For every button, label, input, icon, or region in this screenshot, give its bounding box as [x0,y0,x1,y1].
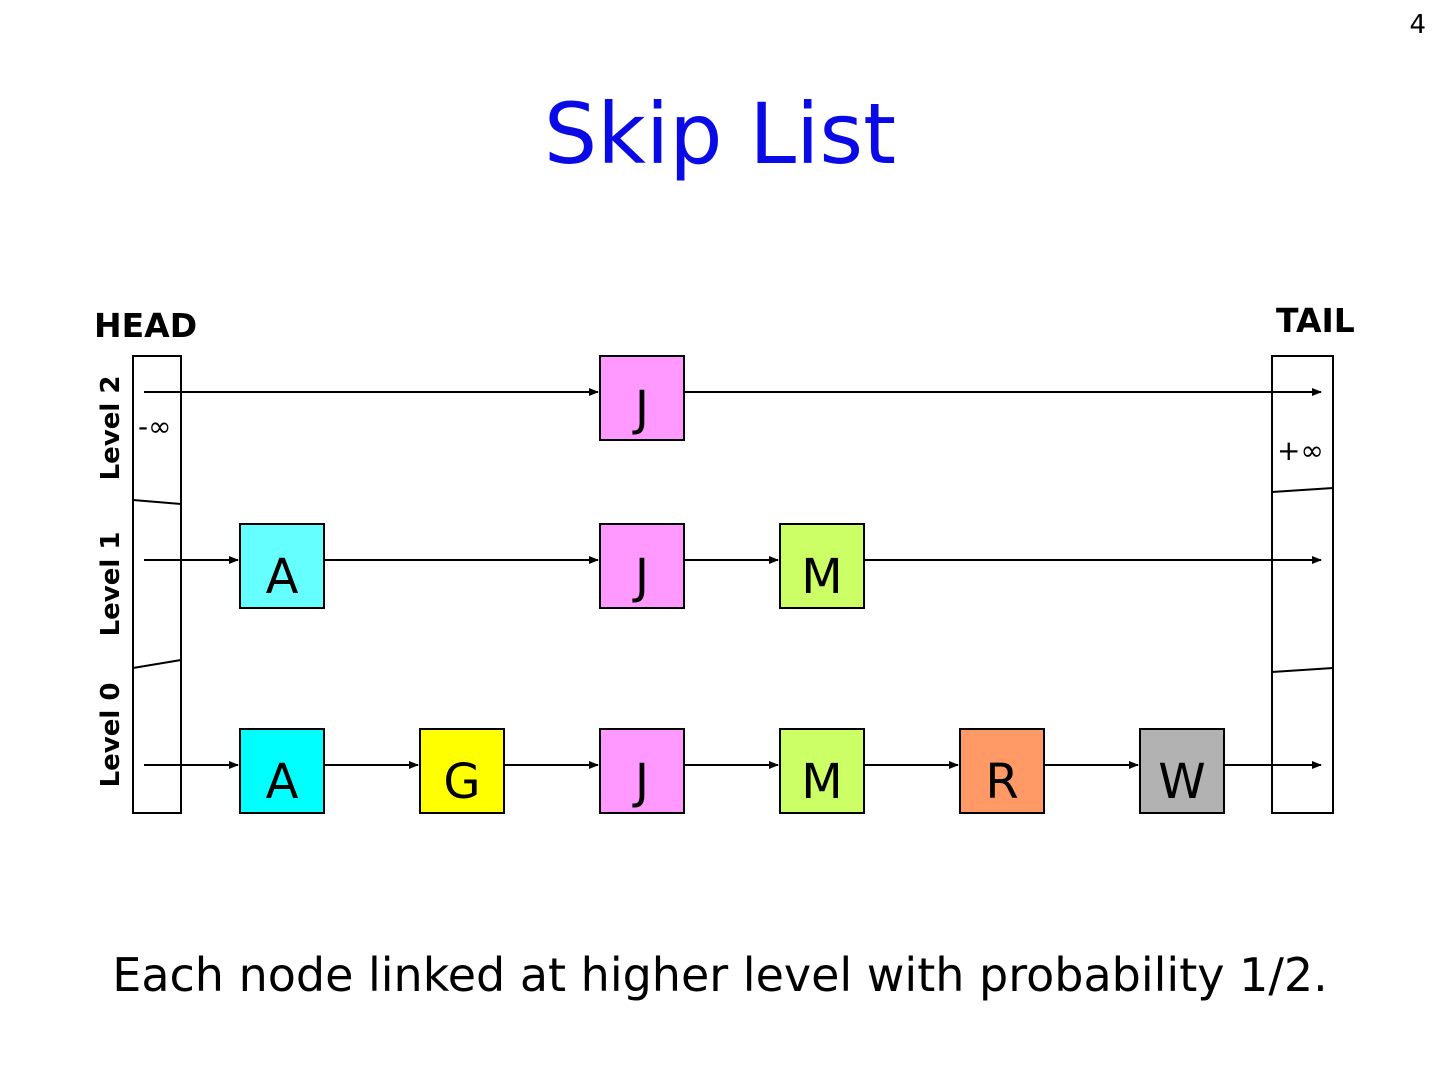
node-level-0-r: R [959,728,1045,814]
tail-positive-infinity: +∞ [1277,434,1324,467]
node-level-0-j: J [599,728,685,814]
slide-title: Skip List [543,85,897,183]
head-sentinel [132,355,182,814]
node-level-1-j: J [599,523,685,609]
head-separator-1-0 [132,659,182,669]
node-level-1-m: M [779,523,865,609]
node-level-0-g: G [419,728,505,814]
head-negative-infinity: -∞ [138,410,172,443]
node-level-1-a: A [239,523,325,609]
node-level-0-a: A [239,728,325,814]
tail-separator-2-1 [1271,487,1334,493]
node-level-0-w: W [1139,728,1225,814]
tail-sentinel [1271,355,1334,814]
node-level-0-m: M [779,728,865,814]
caption: Each node linked at higher level with pr… [112,948,1328,1002]
node-level-2-j: J [599,355,685,441]
tail-separator-1-0 [1271,667,1334,673]
head-label: HEAD [94,306,198,345]
page-number: 4 [1409,10,1426,40]
tail-label: TAIL [1276,301,1355,340]
head-separator-2-1 [132,499,182,505]
